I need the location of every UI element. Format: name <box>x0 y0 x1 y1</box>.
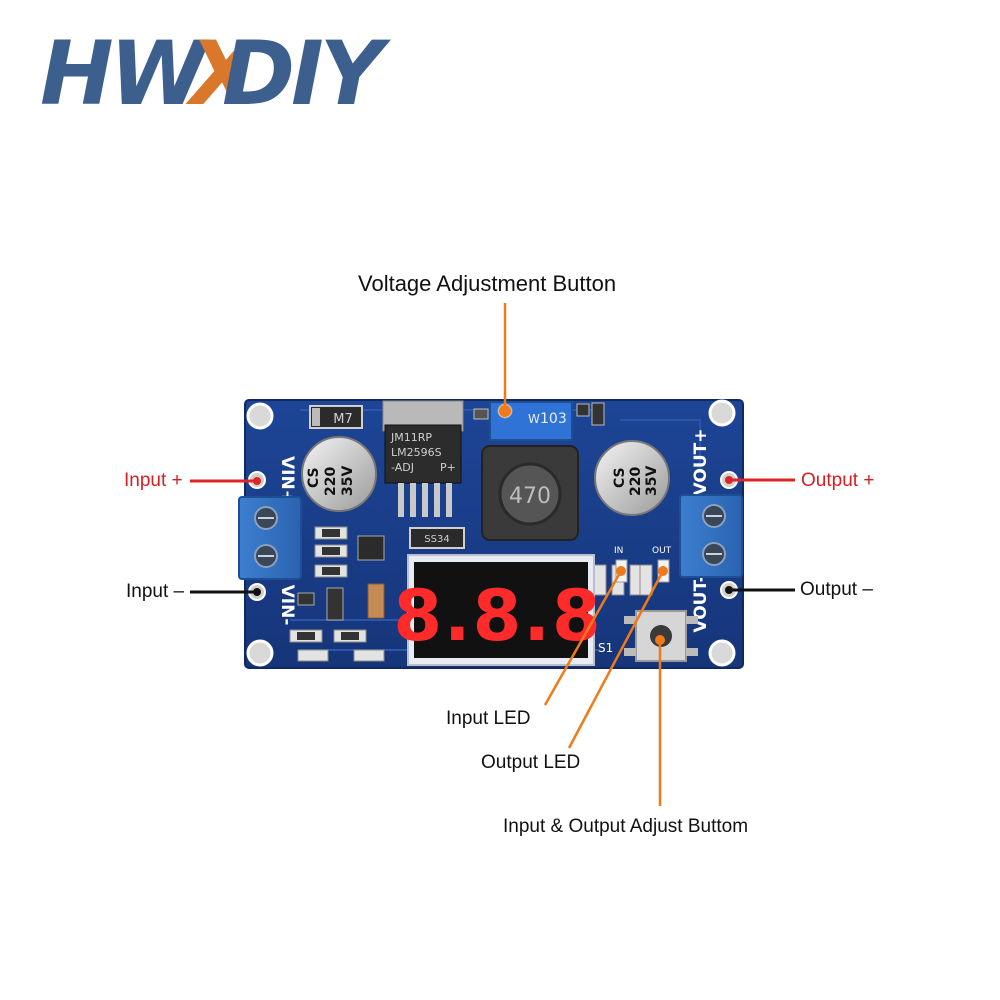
label-output-minus: Output – <box>800 579 873 600</box>
cap-left-line2: 220 <box>323 467 339 496</box>
vin-minus-label: VIN- <box>277 585 297 626</box>
lm2596-regulator: JM11RP LM2596S -ADJ P+ <box>382 400 464 517</box>
label-input-led: Input LED <box>446 708 531 729</box>
label-voltage-adjustment-button: Voltage Adjustment Button <box>358 271 617 296</box>
diode-m7-text: M7 <box>333 412 353 427</box>
capacitor-left: CS 220 35V <box>301 436 377 512</box>
logo-text-part1: HW <box>40 22 207 125</box>
cap-left-line1: CS <box>306 467 322 488</box>
ic-suffix-text: P+ <box>440 461 456 474</box>
ic-part-text: LM2596S <box>391 446 442 459</box>
inductor-text: 470 <box>509 484 551 509</box>
inductor-470: 470 <box>481 445 579 541</box>
output-terminal-block <box>679 494 743 578</box>
pot-code-text: 103 <box>540 411 567 427</box>
cap-right-line1: CS <box>612 467 628 488</box>
seven-segment-display: 8.8.8 <box>393 554 602 666</box>
ic-brand-text: JM11RP <box>390 431 432 444</box>
logo-text-part2: X <box>190 22 258 125</box>
leader-output-led <box>567 570 665 749</box>
display-digits: 8.8.8 <box>393 575 602 657</box>
led-in-silkscreen: IN <box>614 546 623 556</box>
schottky-text: SS34 <box>424 534 449 545</box>
tantalum-capacitor <box>367 583 385 619</box>
label-input-output-adjust: Input & Output Adjust Buttom <box>503 816 749 837</box>
leader-input-led <box>543 570 623 706</box>
schottky-diode: SS34 <box>409 527 465 549</box>
label-input-minus: Input – <box>126 581 185 602</box>
label-output-led: Output LED <box>481 752 581 773</box>
input-terminal-block <box>238 496 302 580</box>
vout-minus-label: VOUT- <box>691 575 711 632</box>
transistor <box>357 535 385 561</box>
led-out-silkscreen: OUT <box>652 546 672 556</box>
vout-plus-label: VOUT+ <box>691 429 711 496</box>
logo-text-part3: DIY <box>222 22 384 125</box>
cap-right-line2: 220 <box>628 467 644 496</box>
diode-m7: M7 <box>309 405 363 429</box>
label-output-plus: Output + <box>801 470 875 491</box>
cap-left-line3: 35V <box>340 466 356 496</box>
label-input-plus: Input + <box>124 470 183 491</box>
cap-right-line3: 35V <box>644 466 660 496</box>
vin-plus-label: VIN+ <box>277 456 297 504</box>
pot-mark-text: W <box>528 412 540 426</box>
capacitor-right: CS 220 35V <box>594 440 670 516</box>
ic-variant-text: -ADJ <box>391 461 414 474</box>
switch-silkscreen: S1 <box>598 641 613 655</box>
